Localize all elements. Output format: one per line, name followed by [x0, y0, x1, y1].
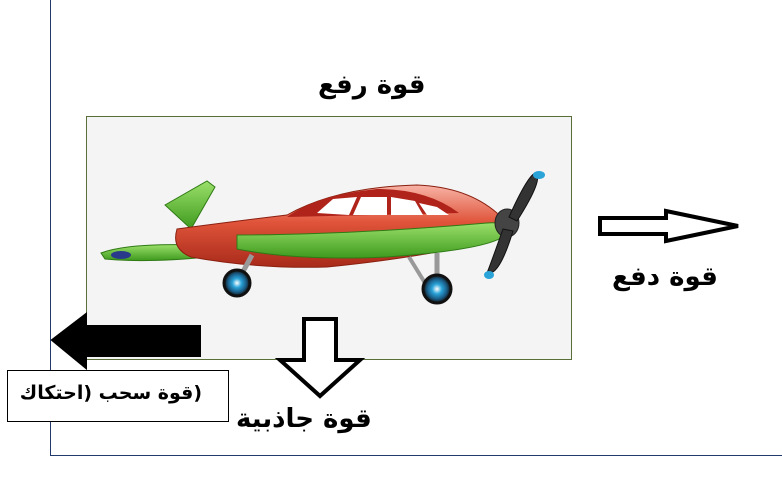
- lift-force-label: قوة رفع: [318, 70, 426, 100]
- airplane-icon: [100, 171, 545, 305]
- thrust-arrow-icon: [598, 208, 739, 244]
- airplane-image-panel: [86, 116, 572, 360]
- gravity-arrow-icon: [274, 317, 366, 399]
- frame-left-border: [50, 0, 51, 456]
- drag-force-label: (قوة سحب (احتكاك: [19, 382, 202, 404]
- frame-bottom-border: [50, 455, 782, 456]
- gravity-force-label: قوة جاذبية: [236, 404, 372, 434]
- thrust-force-label: قوة دفع: [612, 262, 718, 292]
- drag-arrow-icon: [50, 311, 201, 371]
- drag-force-label-box: (قوة سحب (احتكاك: [7, 370, 229, 422]
